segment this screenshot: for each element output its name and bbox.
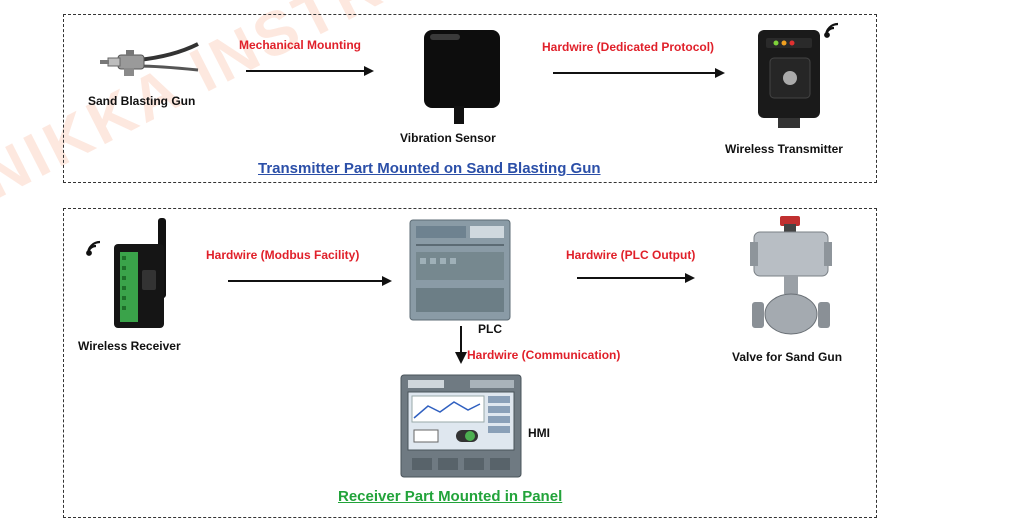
- modbus-facility-label: Hardwire (Modbus Facility): [206, 248, 360, 262]
- plc-output-label: Hardwire (PLC Output): [566, 248, 696, 262]
- arrow-plc-to-hmi: [455, 326, 467, 364]
- wireless-receiver-label: Wireless Receiver: [78, 339, 181, 353]
- arrow-gun-to-sensor: [246, 66, 374, 76]
- vibration-sensor-icon: [424, 30, 500, 124]
- hmi-label: HMI: [528, 426, 550, 440]
- transmitter-caption: Transmitter Part Mounted on Sand Blastin…: [258, 160, 601, 177]
- receiver-caption: Receiver Part Mounted in Panel: [338, 488, 563, 505]
- wireless-transmitter-icon: [758, 22, 839, 128]
- communication-label: Hardwire (Communication): [467, 348, 621, 362]
- arrow-plc-to-valve: [577, 273, 695, 283]
- wireless-transmitter-label: Wireless Transmitter: [725, 142, 843, 156]
- dedicated-protocol-label: Hardwire (Dedicated Protocol): [542, 40, 715, 54]
- sand-blasting-gun-icon: [100, 42, 199, 76]
- wireless-receiver-icon: [86, 218, 166, 328]
- plc-label: PLC: [478, 322, 502, 336]
- sand-blasting-gun-label: Sand Blasting Gun: [88, 94, 196, 108]
- plc-icon: [409, 219, 511, 321]
- hmi-icon: [400, 374, 522, 478]
- arrow-receiver-to-plc: [228, 276, 392, 286]
- vibration-sensor-label: Vibration Sensor: [400, 131, 496, 145]
- transmitter-panel: [63, 14, 877, 183]
- mechanical-mounting-label: Mechanical Mounting: [239, 38, 362, 52]
- arrow-sensor-to-transmitter: [553, 68, 725, 78]
- valve-label: Valve for Sand Gun: [732, 350, 843, 364]
- valve-icon: [750, 216, 832, 335]
